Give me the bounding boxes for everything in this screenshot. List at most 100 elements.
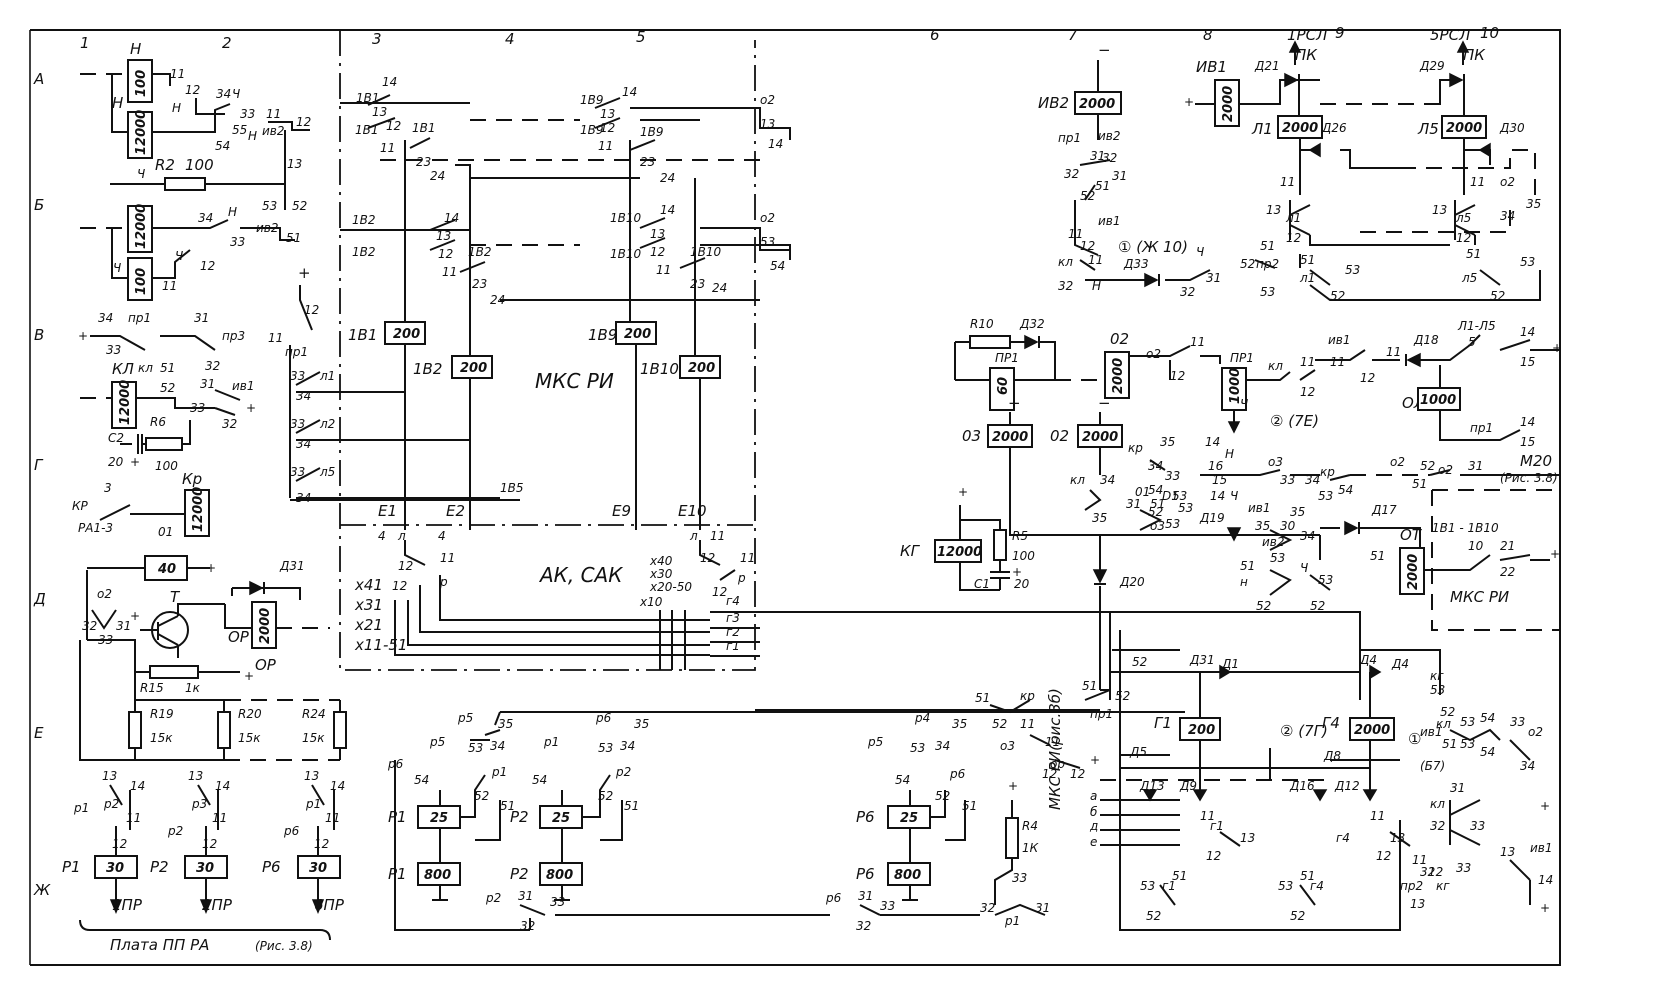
svg-text:31: 31 (1112, 169, 1127, 183)
svg-text:14: 14 (444, 211, 459, 225)
svg-text:ОР: ОР (228, 628, 250, 646)
svg-text:кл: кл (138, 361, 153, 375)
svg-text:Д31: Д31 (279, 559, 305, 573)
svg-text:12: 12 (1070, 767, 1085, 781)
svg-text:+: + (1540, 901, 1550, 915)
svg-text:R6: R6 (150, 415, 166, 429)
svg-text:Н: Н (228, 205, 237, 219)
svg-text:л2: л2 (319, 417, 335, 431)
svg-text:30: 30 (309, 861, 327, 876)
svg-text:12: 12 (1376, 849, 1391, 863)
svg-text:12: 12 (1042, 767, 1057, 781)
svg-text:52: 52 (1256, 599, 1271, 613)
svg-text:15к: 15к (238, 731, 261, 745)
svg-text:35: 35 (1255, 519, 1270, 533)
svg-text:11: 11 (325, 811, 340, 825)
svg-text:Д17: Д17 (1371, 503, 1397, 517)
svg-text:г4: г4 (726, 594, 740, 608)
svg-text:о2: о2 (1390, 455, 1405, 469)
svg-text:12: 12 (650, 245, 665, 259)
svg-text:54: 54 (414, 773, 429, 787)
svg-text:53: 53 (598, 741, 613, 755)
svg-text:200: 200 (1188, 723, 1215, 738)
svg-text:11: 11 (440, 551, 455, 565)
svg-text:21: 21 (1500, 539, 1515, 553)
svg-text:ив1: ив1 (1098, 214, 1121, 228)
svg-text:03: 03 (962, 427, 981, 445)
bus-e10: Е10 (678, 502, 707, 520)
svg-text:R4: R4 (1022, 819, 1038, 833)
svg-text:54: 54 (215, 139, 230, 153)
svg-text:11: 11 (1370, 809, 1385, 823)
svg-text:11: 11 (1200, 809, 1215, 823)
svg-text:53: 53 (1345, 263, 1360, 277)
bus-e1: Е1 (378, 502, 397, 520)
coil-ol-1000: 1000 (1417, 387, 1461, 411)
svg-text:11: 11 (1088, 253, 1103, 267)
svg-text:32: 32 (82, 619, 97, 633)
svg-text:1В10: 1В10 (610, 247, 642, 261)
coil-iv1-2000: 2000 (1214, 79, 1240, 127)
svg-text:1В5: 1В5 (500, 481, 524, 495)
svg-text:р6: р6 (949, 767, 966, 781)
svg-text:Ч: Ч (113, 261, 121, 275)
svg-text:200: 200 (688, 361, 715, 376)
svg-text:10: 10 (1468, 539, 1484, 553)
svg-text:34: 34 (1520, 759, 1535, 773)
svg-text:р3: р3 (191, 797, 207, 811)
svg-text:ив2: ив2 (1098, 129, 1121, 143)
resistor-r5: R5 100 (993, 529, 1035, 563)
svg-text:52: 52 (1240, 257, 1255, 271)
svg-text:100: 100 (185, 156, 214, 174)
svg-text:р5: р5 (429, 735, 445, 749)
coil-1v2-200: 200 1В2 (413, 355, 493, 379)
svg-text:2000: 2000 (992, 430, 1028, 445)
svg-text:R24: R24 (302, 707, 326, 721)
svg-text:33: 33 (1470, 819, 1485, 833)
svg-text:ОР: ОР (255, 656, 277, 674)
svg-text:51: 51 (286, 231, 301, 245)
svg-text:12000: 12000 (134, 204, 149, 249)
svg-text:53: 53 (1172, 489, 1187, 503)
svg-text:22: 22 (1500, 565, 1515, 579)
svg-text:13: 13 (287, 157, 302, 171)
svg-text:кл: кл (1436, 717, 1451, 731)
svg-text:+: + (1540, 799, 1550, 813)
coil-o2-2000: 2000 (1104, 351, 1130, 399)
svg-text:о2: о2 (1438, 463, 1453, 477)
col-10: 10 (1480, 24, 1499, 42)
svg-text:Р6: Р6 (856, 808, 875, 826)
col-1: 1 (80, 34, 90, 52)
svg-text:13: 13 (436, 229, 451, 243)
svg-text:ор: ор (1050, 757, 1065, 771)
svg-text:о3: о3 (1000, 739, 1015, 753)
svg-text:12: 12 (304, 303, 319, 317)
svg-text:12: 12 (1286, 231, 1301, 245)
svg-text:D1: D1 (1162, 489, 1179, 503)
svg-text:р: р (737, 571, 746, 585)
svg-text:11: 11 (170, 67, 185, 81)
svg-text:53: 53 (1430, 683, 1445, 697)
svg-text:33: 33 (880, 899, 895, 913)
marker-1: ① (1408, 730, 1421, 748)
svg-text:+: + (298, 264, 311, 282)
svg-text:34: 34 (1100, 473, 1115, 487)
svg-text:Д4: Д4 (1359, 653, 1377, 667)
svg-text:32: 32 (1420, 865, 1435, 879)
svg-text:н: н (1240, 575, 1248, 589)
svg-text:12: 12 (112, 837, 127, 851)
svg-text:51: 51 (1172, 869, 1187, 883)
svg-text:ИВ2: ИВ2 (1038, 94, 1069, 112)
svg-text:33: 33 (290, 369, 305, 383)
svg-text:34: 34 (490, 739, 505, 753)
svg-text:р4: р4 (914, 711, 930, 725)
svg-text:Ч: Ч (175, 249, 183, 263)
svg-text:o2: o2 (97, 587, 112, 601)
svg-text:13: 13 (1266, 203, 1281, 217)
svg-text:р6: р6 (825, 891, 842, 905)
svg-text:24: 24 (490, 293, 505, 307)
svg-text:51: 51 (1442, 737, 1457, 751)
svg-text:51: 51 (1150, 497, 1165, 511)
svg-text:+: + (206, 561, 216, 575)
